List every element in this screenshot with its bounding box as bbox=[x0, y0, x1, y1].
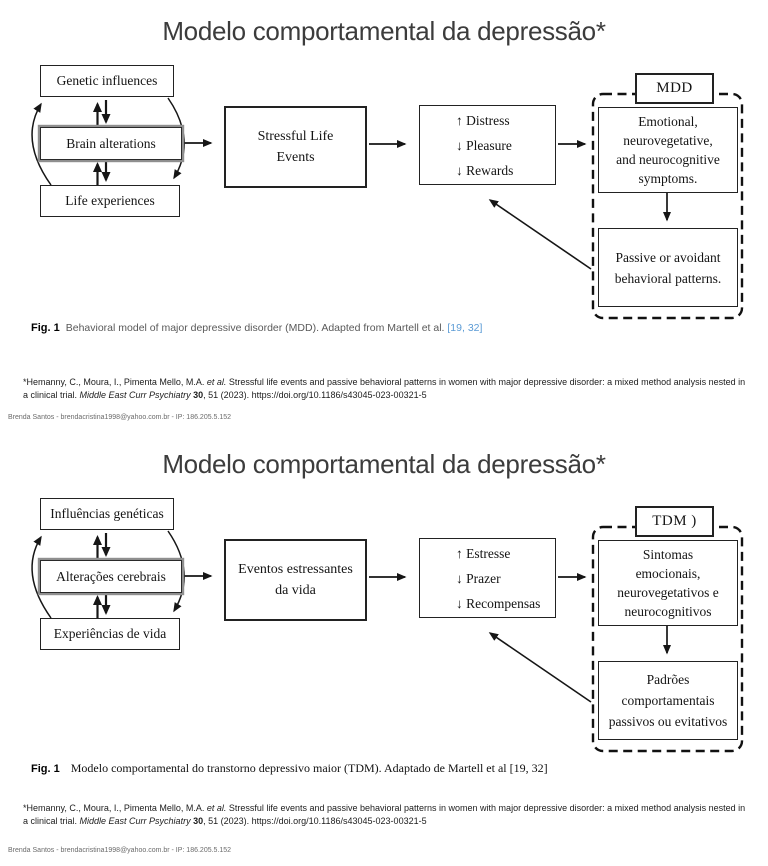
user-watermark: Brenda Santos - brendacristina1998@yahoo… bbox=[8, 414, 232, 421]
page-portuguese: Modelo comportamental da depressão* Infl… bbox=[0, 433, 768, 866]
footnote-doi: , 51 (2023). https://doi.org/10.1186/s43… bbox=[203, 816, 427, 827]
footnote-volume: 30 bbox=[190, 390, 204, 401]
disorder-label-box: TDM ) bbox=[635, 506, 714, 537]
footnote-authors: *Hemanny, C., Moura, I., Pimenta Mello, … bbox=[23, 803, 207, 813]
figure-caption: Fig. 1 Modelo comportamental do transtorn… bbox=[31, 759, 741, 777]
brain-alterations-box: Alterações cerebrais bbox=[40, 560, 182, 593]
symptoms-box: Sintomas emocionais, neurovegetativos e … bbox=[598, 540, 738, 626]
caption-refs: [19, 32] bbox=[509, 761, 548, 775]
distress-state-box: ↑ Estresse ↓ Prazer ↓ Recompensas bbox=[419, 538, 556, 618]
footnote-title: Stressful life events and passive behavi… bbox=[23, 377, 746, 401]
page-english: Modelo comportamental da depressão* Gene… bbox=[8, 16, 749, 421]
brain-alterations-box: Brain alterations bbox=[40, 127, 182, 160]
disorder-label-box: MDD bbox=[635, 73, 714, 104]
footnote-title: Stressful life events and passive behavi… bbox=[23, 803, 746, 827]
caption-refs-link[interactable]: [19, 32] bbox=[447, 322, 483, 334]
behavior-patterns-box: Padrões comportamentais passivos ou evit… bbox=[598, 661, 738, 740]
figure-caption: Fig. 1 Behavioral model of major depressi… bbox=[31, 318, 741, 336]
diagram-arrows bbox=[31, 525, 744, 753]
footnote-etal: et al. bbox=[206, 377, 227, 387]
page-title: Modelo comportamental da depressão* bbox=[162, 449, 606, 479]
caption-text: Modelo comportamental do transtorno depr… bbox=[70, 761, 510, 775]
footnote-doi: , 51 (2023). https://doi.org/10.1186/s43… bbox=[203, 390, 427, 401]
genetic-influences-box: Genetic influences bbox=[40, 65, 174, 97]
user-watermark: Brenda Santos - brendacristina1998@yahoo… bbox=[8, 847, 232, 854]
genetic-influences-box: Influências genéticas bbox=[40, 498, 174, 530]
symptoms-box: Emotional, neurovegetative, and neurocog… bbox=[598, 107, 738, 193]
citation-footnote: *Hemanny, C., Moura, I., Pimenta Mello, … bbox=[23, 802, 749, 828]
footnote-volume: 30 bbox=[190, 816, 204, 827]
footnote-etal: et al. bbox=[206, 803, 227, 813]
life-experiences-box: Life experiences bbox=[40, 185, 180, 217]
stressful-events-box: Stressful Life Events bbox=[224, 106, 367, 188]
caption-text: Behavioral model of major depressive dis… bbox=[65, 322, 448, 334]
stressful-events-box: Eventos estressantes da vida bbox=[224, 539, 367, 621]
page-title: Modelo comportamental da depressão* bbox=[162, 16, 606, 46]
citation-footnote: *Hemanny, C., Moura, I., Pimenta Mello, … bbox=[23, 376, 749, 402]
behavior-patterns-box: Passive or avoidant behavioral patterns. bbox=[598, 228, 738, 307]
fig-label: Fig. 1 bbox=[31, 322, 60, 334]
footnote-journal: Middle East Curr Psychiatry bbox=[79, 390, 191, 401]
footnote-authors: *Hemanny, C., Moura, I., Pimenta Mello, … bbox=[23, 377, 207, 387]
life-experiences-box: Experiências de vida bbox=[40, 618, 180, 650]
distress-state-box: ↑ Distress ↓ Pleasure ↓ Rewards bbox=[419, 105, 556, 185]
fig-label: Fig. 1 bbox=[31, 763, 60, 775]
footnote-journal: Middle East Curr Psychiatry bbox=[79, 816, 191, 827]
